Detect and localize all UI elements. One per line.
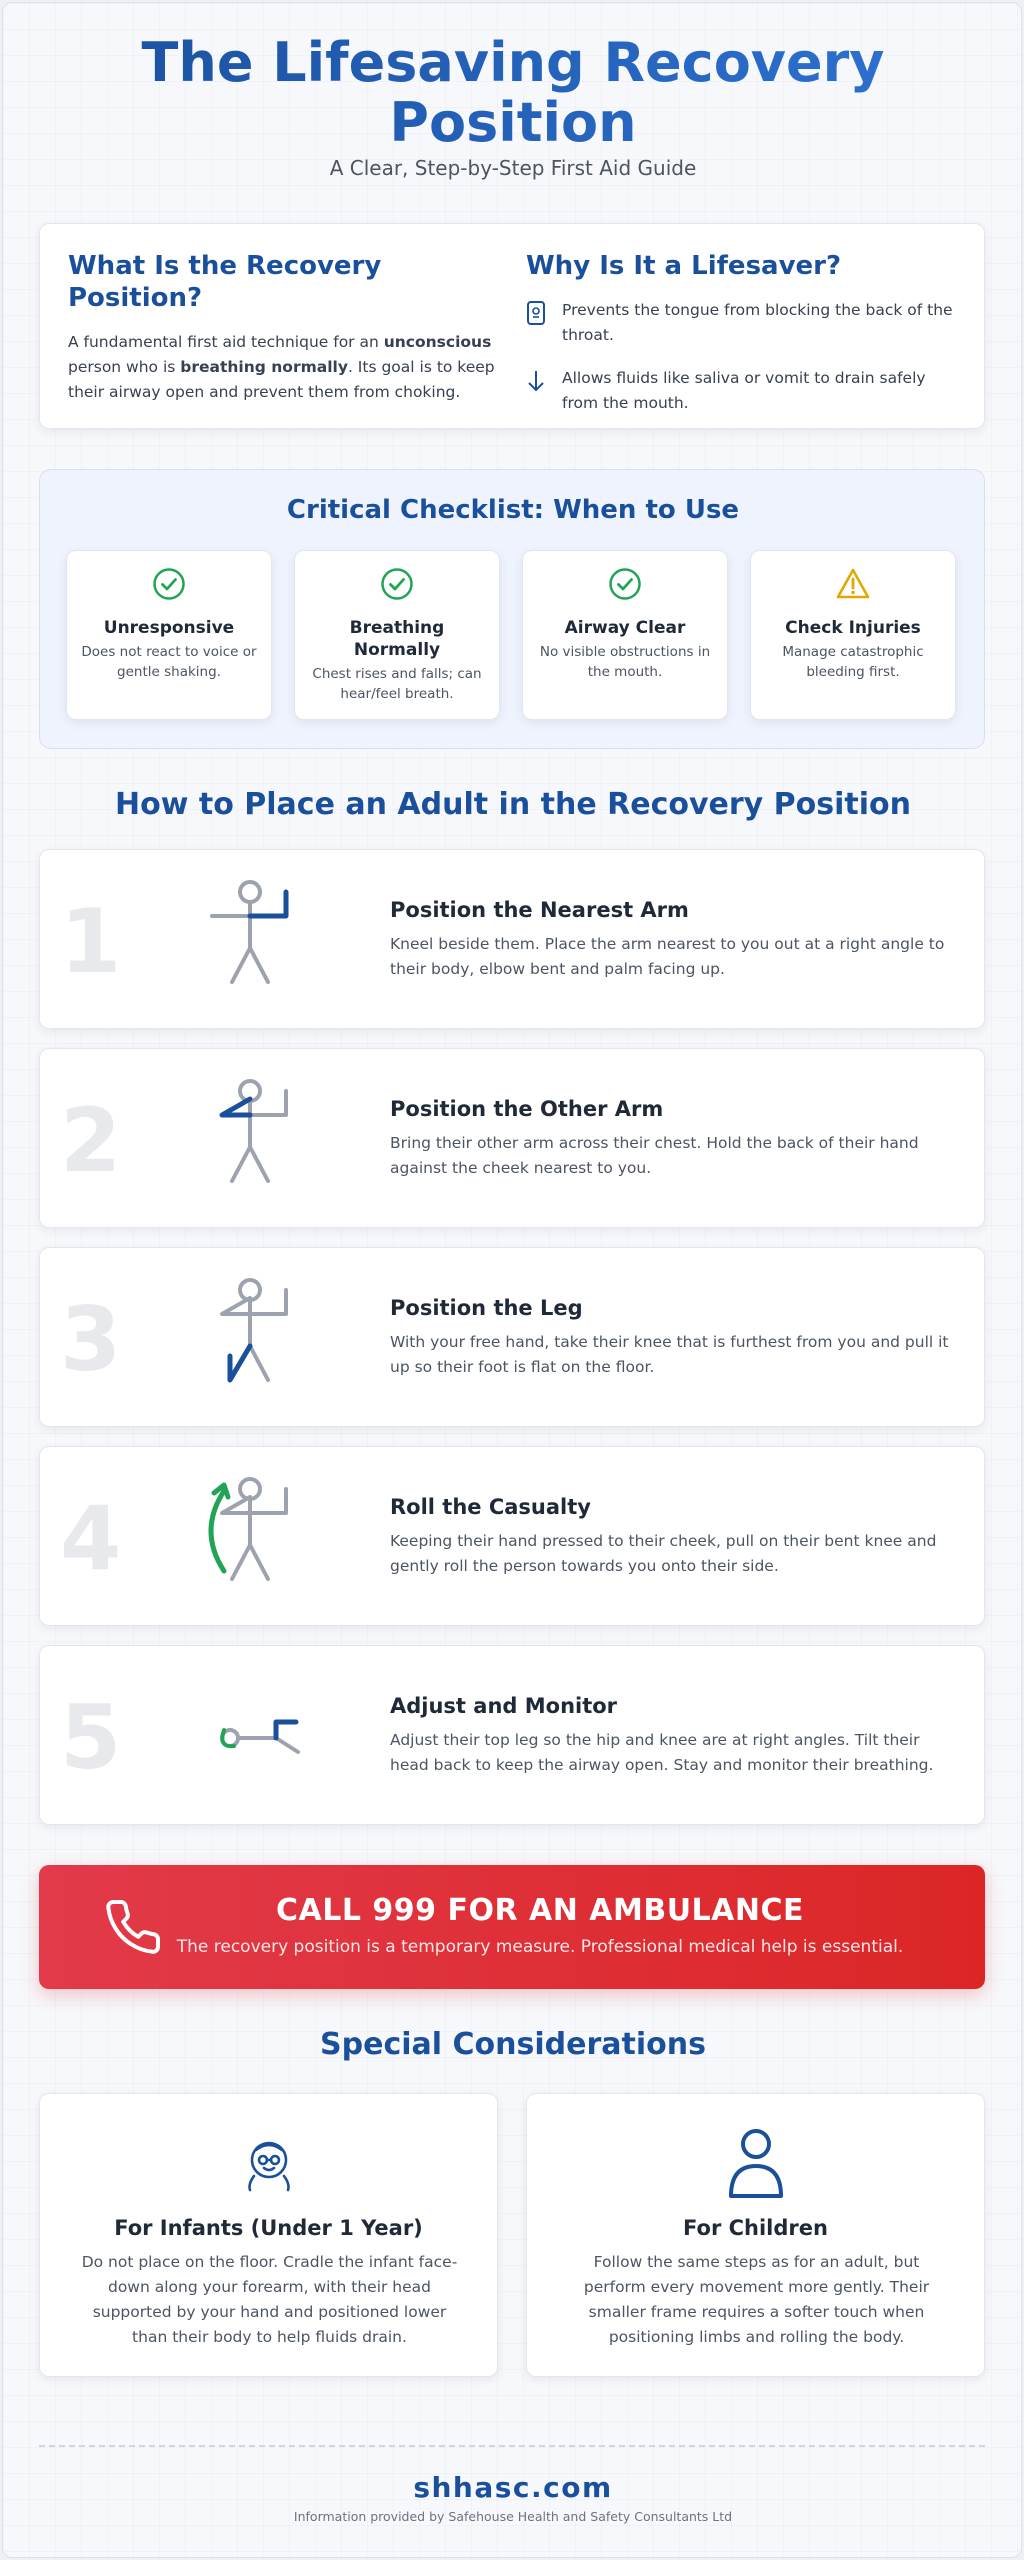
step-card: 3 Position the Leg With your free hand, …	[39, 1247, 985, 1427]
step-title: Roll the Casualty	[390, 1495, 591, 1519]
call-title: CALL 999 FOR AN AMBULANCE	[275, 1893, 805, 1928]
unconscious-emphasis: unconscious	[383, 333, 492, 351]
infant-icon	[236, 2130, 302, 2200]
tongue-icon	[526, 300, 546, 330]
special-heading: Special Considerations	[320, 2027, 706, 2062]
special-title: For Children	[683, 2216, 828, 2240]
arrow-down-icon	[526, 368, 546, 398]
why-item-text: Allows fluids like saliva or vomit to dr…	[562, 369, 926, 412]
person-icon	[723, 2124, 789, 2204]
step-desc: Bring their other arm across their chest…	[390, 1134, 919, 1177]
step-title: Position the Nearest Arm	[390, 898, 689, 922]
steps-heading: How to Place an Adult in the Recovery Po…	[115, 787, 911, 822]
step-desc: With your free hand, take their knee tha…	[390, 1333, 949, 1376]
why-item-text: Prevents the tongue from blocking the ba…	[562, 301, 953, 344]
checklist-desc: Chest rises and falls; can hear/feel bre…	[312, 666, 482, 702]
what-heading-line-2: Position?	[68, 283, 203, 313]
step-number: 5	[60, 1686, 122, 1789]
why-item: Prevents the tongue from blocking the ba…	[526, 298, 966, 348]
step-number: 2	[60, 1089, 122, 1192]
step-card: 1 Position the Nearest Arm Kneel beside …	[39, 849, 985, 1029]
check-circle-icon	[523, 567, 727, 605]
step-desc: Keeping their hand pressed to their chee…	[390, 1532, 937, 1575]
special-desc: Do not place on the floor. Cradle the in…	[81, 2253, 458, 2346]
check-circle-icon	[67, 567, 271, 605]
special-title: For Infants (Under 1 Year)	[114, 2216, 423, 2240]
checklist-card: Airway Clear No visible obstructions in …	[522, 550, 728, 720]
step-title: Position the Leg	[390, 1296, 583, 1320]
page-title: The Lifesaving Recovery Position	[3, 33, 1023, 153]
step-desc: Kneel beside them. Place the arm nearest…	[390, 935, 945, 978]
checklist-card: Breathing Normally Chest rises and falls…	[294, 550, 500, 720]
recovery-position-figure-icon	[200, 1666, 340, 1806]
checklist-card: Unresponsive Does not react to voice or …	[66, 550, 272, 720]
arm-across-figure-icon	[200, 1069, 340, 1209]
arm-out-figure-icon	[200, 870, 340, 1010]
checklist-section: Critical Checklist: When to Use Unrespon…	[39, 469, 985, 749]
call-desc: The recovery position is a temporary mea…	[176, 1937, 904, 1957]
checklist-desc: No visible obstructions in the mouth.	[539, 644, 711, 680]
knee-bent-figure-icon	[200, 1268, 340, 1408]
warning-triangle-icon	[751, 567, 955, 605]
checklist-desc: Does not react to voice or gentle shakin…	[81, 644, 257, 680]
what-description: A fundamental first aid technique for an…	[68, 333, 495, 401]
breathing-emphasis: breathing normally	[180, 358, 348, 376]
footer-brand: shhasc.com	[413, 2471, 613, 2504]
checklist-title: Breathing Normally	[349, 618, 445, 660]
step-card: 2 Position the Other Arm Bring their oth…	[39, 1048, 985, 1228]
checklist-title: Check Injuries	[785, 618, 921, 638]
footer-note: Information provided by Safehouse Health…	[293, 2509, 733, 2524]
roll-figure-icon	[200, 1467, 340, 1607]
what-section: What Is the Recovery Position? A fundame…	[68, 250, 498, 405]
why-item: Allows fluids like saliva or vomit to dr…	[526, 366, 966, 416]
title-line-1: The Lifesaving Recovery	[141, 31, 885, 94]
check-circle-icon	[295, 567, 499, 605]
step-number: 1	[60, 890, 122, 993]
checklist-heading: Critical Checklist: When to Use	[286, 495, 740, 525]
title-line-2: Position	[389, 91, 637, 154]
step-card: 5 Adjust and Monitor Adjust their top le…	[39, 1645, 985, 1825]
special-desc: Follow the same steps as for an adult, b…	[583, 2253, 930, 2346]
what-heading: What Is the Recovery Position?	[68, 250, 498, 314]
emergency-call-banner: CALL 999 FOR AN AMBULANCE The recovery p…	[39, 1865, 985, 1989]
why-section: Why Is It a Lifesaver? Prevents the tong…	[526, 250, 966, 434]
step-number: 4	[60, 1487, 122, 1590]
step-number: 3	[60, 1288, 122, 1391]
footer-divider	[39, 2445, 985, 2447]
step-desc: Adjust their top leg so the hip and knee…	[390, 1731, 934, 1774]
checklist-card: Check Injuries Manage catastrophic bleed…	[750, 550, 956, 720]
special-card: For Infants (Under 1 Year) Do not place …	[39, 2093, 498, 2377]
special-card: For Children Follow the same steps as fo…	[526, 2093, 985, 2377]
step-card: 4 Roll the Casualty Keeping their hand p…	[39, 1446, 985, 1626]
why-heading: Why Is It a Lifesaver?	[526, 251, 842, 281]
intro-card: What Is the Recovery Position? A fundame…	[39, 223, 985, 429]
page-subtitle: A Clear, Step-by-Step First Aid Guide	[329, 156, 697, 180]
step-title: Position the Other Arm	[390, 1097, 664, 1121]
phone-icon	[103, 1897, 163, 1961]
step-title: Adjust and Monitor	[390, 1694, 618, 1718]
checklist-desc: Manage catastrophic bleeding first.	[782, 644, 924, 680]
checklist-title: Unresponsive	[103, 618, 235, 638]
checklist-title: Airway Clear	[564, 618, 686, 638]
what-heading-line-1: What Is the Recovery	[68, 251, 382, 281]
